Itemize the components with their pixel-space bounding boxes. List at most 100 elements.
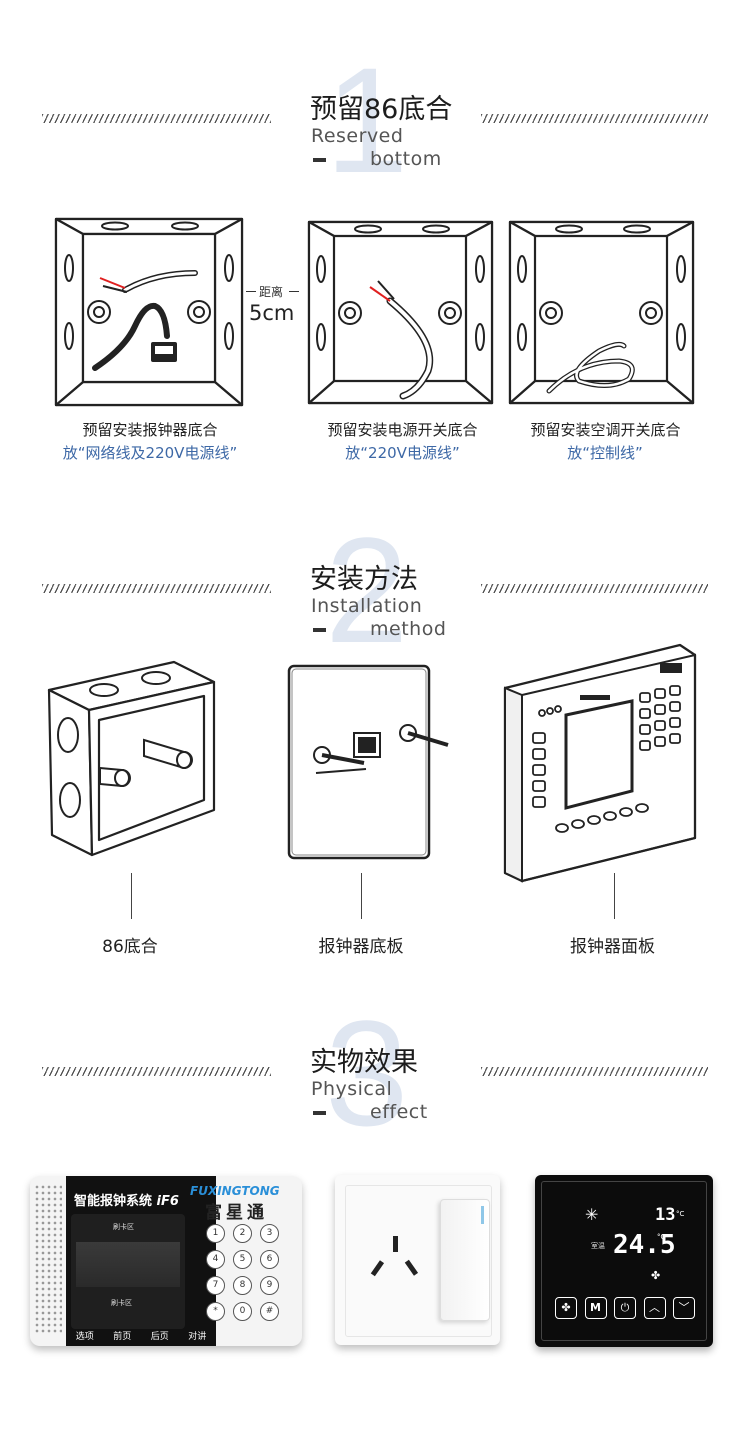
hatch-divider-right [481, 1067, 708, 1076]
section-number: 1 [325, 36, 409, 204]
wall-box-power-illustration [307, 220, 494, 405]
box-note-ac: 放“控制线” [567, 444, 643, 462]
box-86-illustration [47, 660, 216, 857]
connector-line-panel [614, 873, 615, 919]
thermostat-room-temp: 24.5 [613, 1230, 676, 1260]
section-title: 预留86底合 [310, 94, 453, 125]
distance-value: 5cm [249, 301, 295, 325]
section-subtitle-en-2: bottom [370, 148, 442, 170]
thermostat-room-unit: °C [657, 1233, 666, 1241]
hatch-divider-left [42, 114, 271, 123]
keypad-key-label: 5 [239, 1254, 246, 1264]
install-label-plate: 报钟器底板 [318, 937, 404, 957]
keypad-key-label: 2 [239, 1228, 246, 1238]
keypad-key-label: 1 [212, 1228, 219, 1238]
title-dash [313, 1111, 326, 1115]
speaker-grille [34, 1184, 62, 1334]
keypad-key-label: 7 [212, 1280, 219, 1290]
keypad-key-label: # [265, 1306, 274, 1316]
section-subtitle-en: Reserved [311, 125, 404, 147]
pager-keypad: 1 2 3 4 5 6 7 8 9 * 0 # [206, 1224, 284, 1321]
fan-icon: ✤ [651, 1269, 661, 1282]
keypad-key[interactable]: 2 [233, 1224, 252, 1243]
section-header-install: 2 安装方法 Installation method [0, 515, 750, 665]
keypad-key[interactable]: 0 [233, 1302, 252, 1321]
connector-line-box [131, 873, 132, 919]
distance-label: 距离 [259, 285, 284, 299]
socket-outlet-icon [370, 1236, 419, 1277]
keypad-key[interactable]: 7 [206, 1276, 225, 1295]
keypad-key[interactable]: 3 [260, 1224, 279, 1243]
hatch-divider-right [481, 584, 708, 593]
wall-box-pager-illustration [54, 217, 244, 407]
hatch-divider-left [42, 1067, 271, 1076]
pager-button-intercom[interactable]: 对讲 [188, 1331, 207, 1342]
keypad-key-label: 6 [266, 1254, 273, 1264]
title-dash [313, 158, 326, 162]
install-label-panel: 报钟器面板 [570, 937, 655, 957]
section-subtitle-en: Physical [311, 1078, 393, 1100]
switch-socket-photo [335, 1175, 500, 1345]
box-note-pager: 放“网络线及220V电源线” [62, 444, 238, 462]
section-subtitle-en-2: effect [370, 1101, 428, 1123]
pager-model: iF6 [156, 1194, 179, 1209]
keypad-key-label: 4 [212, 1254, 219, 1264]
box-caption-ac: 预留安装空调开关底合 [530, 421, 681, 439]
section-subtitle-en: Installation [311, 595, 423, 617]
thermostat-photo: ✳ 13 °C 室温 24.5 °C ✤ ✤ M ⏻ ︿ ﹀ [535, 1175, 713, 1347]
keypad-key[interactable]: 6 [260, 1250, 279, 1269]
keypad-key[interactable]: 1 [206, 1224, 225, 1243]
box-note-power: 放“220V电源线” [345, 444, 460, 462]
box-caption-pager: 预留安装报钟器底合 [82, 421, 218, 439]
section-number: 3 [325, 989, 409, 1157]
box-caption-power: 预留安装电源开关底合 [327, 421, 478, 439]
card-zone-label-top: 刷卡区 [113, 1223, 134, 1231]
keypad-key[interactable]: 5 [233, 1250, 252, 1269]
pager-front-panel: 智能报钟系统 iF6 刷卡区 刷卡区 选项 前页 后页 对讲 [66, 1176, 216, 1346]
keypad-key-label: 9 [266, 1280, 273, 1290]
thermostat-down-button[interactable]: ﹀ [673, 1297, 695, 1319]
section-header-physical: 3 实物效果 Physical effect [0, 998, 750, 1148]
wall-box-ac-illustration [508, 220, 695, 405]
hatch-divider-right [481, 114, 708, 123]
hatch-divider-left [42, 584, 271, 593]
thermostat-set-temp: 13 [655, 1205, 676, 1225]
keypad-key[interactable]: 4 [206, 1250, 225, 1269]
thermostat-power-button[interactable]: ⏻ [614, 1297, 636, 1319]
connector-line-plate [361, 873, 362, 919]
keypad-key-label: 0 [239, 1306, 246, 1316]
section-title: 安装方法 [310, 564, 418, 595]
keypad-key[interactable]: * [206, 1302, 225, 1321]
panel-illustration [503, 643, 697, 883]
rocker-switch[interactable] [440, 1199, 490, 1321]
switch-indicator [481, 1206, 484, 1224]
pager-lcd [76, 1242, 180, 1287]
keypad-key-label: 3 [266, 1228, 273, 1238]
install-label-box: 86底合 [102, 937, 158, 957]
keypad-key[interactable]: 8 [233, 1276, 252, 1295]
thermostat-fan-button[interactable]: ✤ [555, 1297, 577, 1319]
keypad-key-label: 8 [239, 1280, 246, 1290]
card-zone-label-bottom: 刷卡区 [111, 1299, 132, 1307]
section-subtitle-en-2: method [370, 618, 447, 640]
thermostat-up-button[interactable]: ︿ [643, 1297, 666, 1319]
pager-button-next[interactable]: 后页 [150, 1331, 169, 1342]
thermostat-set-unit: °C [676, 1210, 685, 1218]
pager-brand-en: FUXINGTONG [190, 1184, 280, 1198]
pager-button-options[interactable]: 选项 [75, 1331, 94, 1342]
section-header-reserved: 1 预留86底合 Reserved bottom [0, 45, 750, 195]
section-number: 2 [325, 506, 409, 674]
snowflake-icon: ✳ [585, 1205, 599, 1224]
section-title: 实物效果 [310, 1047, 418, 1078]
pager-button-prev[interactable]: 前页 [113, 1331, 132, 1342]
pager-brand-cn: 富星通 [205, 1203, 268, 1223]
thermostat-room-label: 室温 [591, 1242, 605, 1250]
pager-system-title: 智能报钟系统 [74, 1194, 153, 1209]
thermostat-mode-button[interactable]: M [584, 1297, 607, 1319]
title-dash [313, 628, 326, 632]
pager-device-photo: 智能报钟系统 iF6 刷卡区 刷卡区 选项 前页 后页 对讲 FUXINGTON… [30, 1176, 302, 1346]
keypad-key[interactable]: # [260, 1302, 279, 1321]
keypad-key[interactable]: 9 [260, 1276, 279, 1295]
keypad-key-label: * [213, 1306, 218, 1316]
pager-screen: 刷卡区 刷卡区 [71, 1214, 185, 1329]
